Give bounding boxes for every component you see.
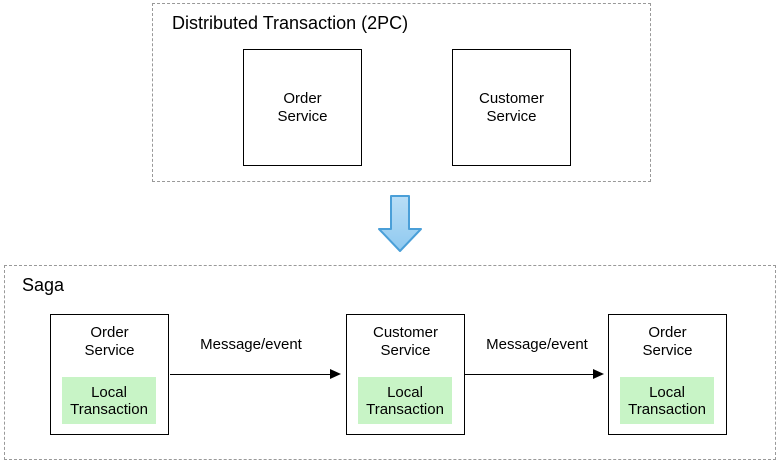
local-transaction-box-2: Local Transaction [358,377,452,424]
box-order-service-2pc: Order Service [243,49,362,166]
box-customer-service-2pc: Customer Service [452,49,571,166]
local-transaction-box-1: Local Transaction [62,377,156,424]
down-arrow-icon [378,195,422,252]
local-transaction-label-2: Local Transaction [366,383,444,418]
message-event-label-2: Message/event [486,336,588,353]
message-arrow-2 [464,369,604,379]
saga-node-order-service-1: Order Service Local Transaction [50,314,169,435]
local-transaction-label-1: Local Transaction [70,383,148,418]
group-title-distributed-transaction: Distributed Transaction (2PC) [172,13,409,33]
message-arrow-1 [170,369,341,379]
saga-node-order-service-2: Order Service Local Transaction [608,314,727,435]
box-label-customer-service-2pc: Customer Service [478,89,545,125]
local-transaction-label-3: Local Transaction [628,383,706,418]
saga-node-label-order-service-1: Order Service [84,324,135,359]
local-transaction-box-3: Local Transaction [620,377,714,424]
saga-node-customer-service: Customer Service Local Transaction [346,314,465,435]
group-title-saga: Saga [22,275,65,295]
saga-node-label-order-service-2: Order Service [642,324,693,359]
group-distributed-transaction: Distributed Transaction (2PC) Order Serv… [152,3,651,182]
group-saga: Saga Order Service Local Transaction Mes… [4,265,776,460]
box-label-order-service-2pc: Order Service [277,89,328,125]
saga-node-label-customer-service: Customer Service [372,324,439,359]
message-event-label-1: Message/event [200,336,302,353]
